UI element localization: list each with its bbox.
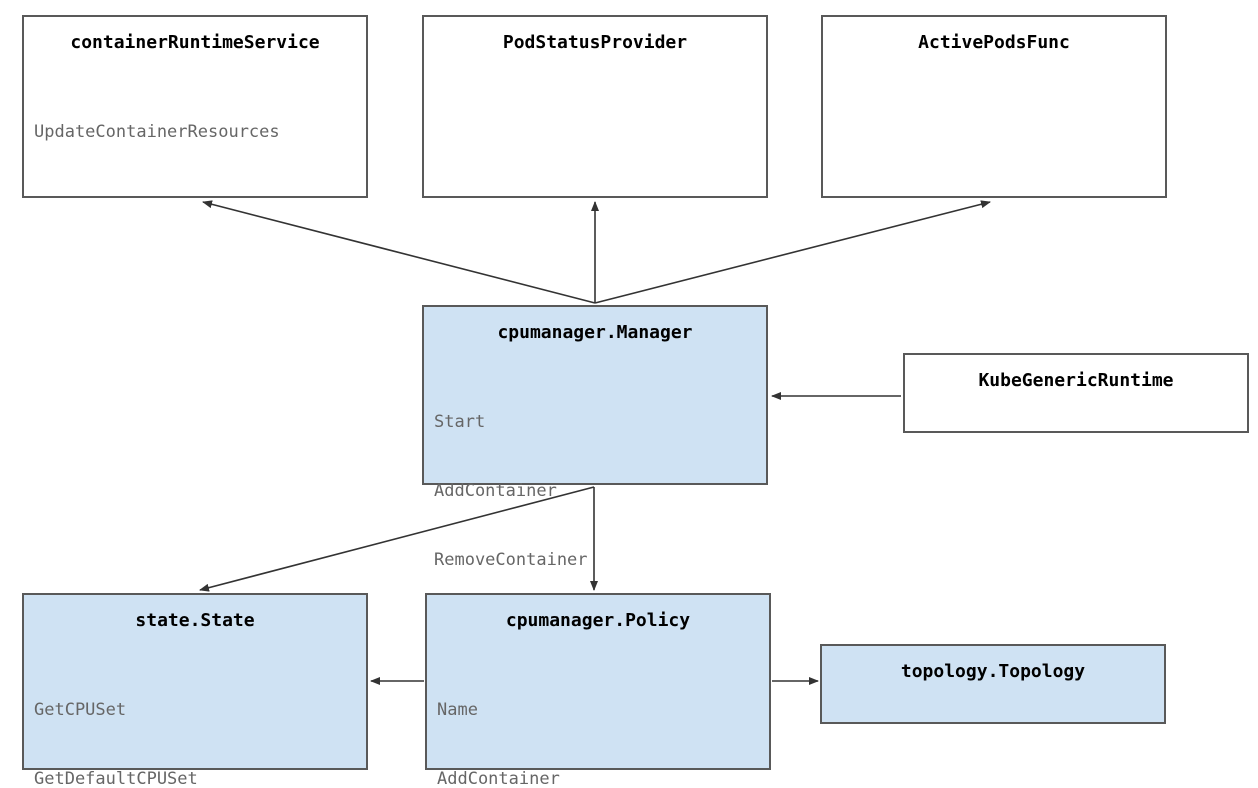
node-title: KubeGenericRuntime	[978, 370, 1174, 391]
node-method: Start	[434, 412, 486, 432]
node-topology-topology[interactable]: topology.Topology	[820, 644, 1166, 724]
node-title: containerRuntimeService	[70, 32, 320, 53]
node-title: ActivePodsFunc	[918, 32, 1070, 53]
node-title: PodStatusProvider	[502, 32, 688, 53]
node-container-runtime-service[interactable]: containerRuntimeService UpdateContainerR…	[22, 15, 368, 198]
node-method: GetCPUSet	[34, 700, 127, 720]
node-method: AddContainer	[434, 481, 557, 501]
node-method: Name	[437, 700, 478, 720]
node-method: UpdateContainerResources	[34, 122, 280, 142]
node-title: topology.Topology	[900, 661, 1086, 682]
node-cpumanager-manager[interactable]: cpumanager.Manager Start AddContainer Re…	[422, 305, 768, 639]
node-title: cpumanager.Policy	[505, 610, 691, 631]
node-method: AddContainer	[437, 769, 560, 788]
node-method: GetDefaultCPUSet	[34, 769, 198, 788]
node-kube-generic-runtime[interactable]: KubeGenericRuntime	[903, 353, 1249, 433]
node-active-pods-func[interactable]: ActivePodsFunc	[821, 15, 1167, 198]
edge-manager-to-activePodsFunc	[594, 200, 991, 304]
node-state-state[interactable]: state.State GetCPUSet GetDefaultCPUSet S…	[22, 593, 368, 788]
node-method-list: GetCPUSet GetDefaultCPUSet SetCPUSet Set…	[24, 653, 366, 788]
node-method: RemoveContainer	[434, 550, 588, 570]
edge-manager-to-containerRuntimeService	[202, 200, 596, 304]
node-method-list: UpdateContainerResources	[24, 75, 366, 190]
node-cpumanager-policy[interactable]: cpumanager.Policy Name AddContainer Remo…	[425, 593, 771, 788]
node-title: state.State	[135, 610, 255, 631]
node-title: cpumanager.Manager	[497, 322, 693, 343]
node-method-list: Name AddContainer RemoveContainer	[427, 653, 769, 788]
node-pod-status-provider[interactable]: PodStatusProvider	[422, 15, 768, 198]
